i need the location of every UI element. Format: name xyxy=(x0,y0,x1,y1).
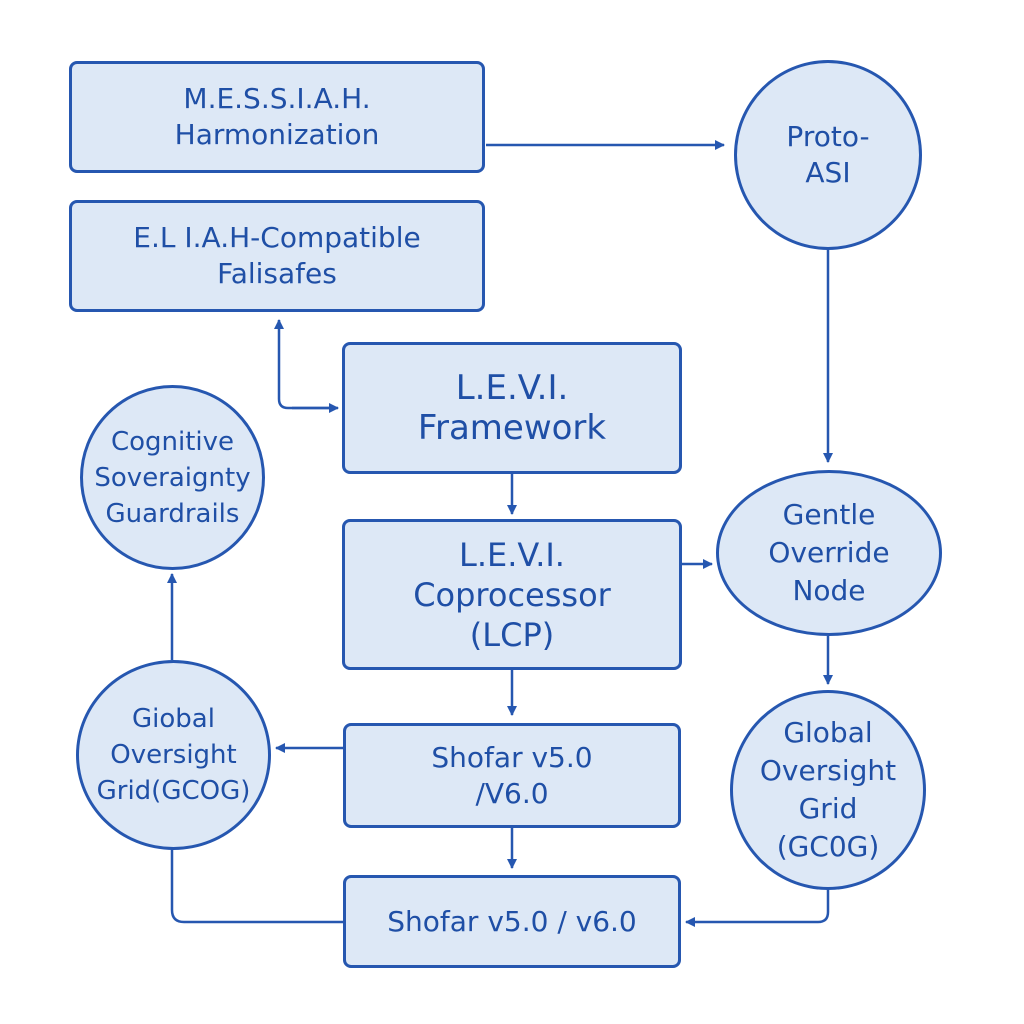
global-oversight-grid-left-node: Giobal Oversight Grid(GCOG) xyxy=(76,660,271,850)
messiah-harmonization-box: M.E.S.S.I.A.H. Harmonization xyxy=(69,61,485,173)
global-oversight-grid-right-node: Global Oversight Grid (GC0G) xyxy=(730,690,926,890)
proto-asi-node: Proto- ASI xyxy=(734,60,922,250)
cognitive-line3: Guardrails xyxy=(105,498,240,529)
lcp-line1: L.E.V.I. xyxy=(459,535,565,574)
gcog-left-line1: Giobal xyxy=(132,704,215,734)
eliah-failsafes-box: E.L I.A.H-Compatible Falisafes xyxy=(69,200,485,312)
eliah-line2: Falisafes xyxy=(217,257,337,290)
eliah-line1: E.L I.A.H-Compatible xyxy=(133,221,421,254)
gcog-right-line2: Oversight xyxy=(759,754,897,787)
gcog-right-line1: Global xyxy=(783,716,873,749)
gcog-left-line3: Grid(GCOG) xyxy=(96,776,251,806)
levi-framework-box: L.E.V.I. Framework xyxy=(342,342,682,474)
shofar-mid-line2: /V6.0 xyxy=(475,776,549,810)
shofar-mid-line1: Shofar v5.0 xyxy=(431,740,593,774)
proto-asi-line1: Proto- xyxy=(786,120,870,153)
arrow-gcog-left-to-shofar-bottom xyxy=(170,848,343,924)
messiah-line2: Harmonization xyxy=(174,118,380,151)
cognitive-sovereignty-node: Cognitive Soveraignty Guardrails xyxy=(80,385,265,570)
proto-asi-line2: ASI xyxy=(805,156,851,189)
gcog-right-line4: (GC0G) xyxy=(776,830,880,863)
cognitive-line2: Soveraignty xyxy=(94,462,251,493)
gentle-line2: Override xyxy=(768,536,890,569)
gcog-left-line2: Oversight xyxy=(110,740,237,770)
lcp-line2: Coprocessor xyxy=(413,575,611,614)
shofar-middle-box: Shofar v5.0 /V6.0 xyxy=(343,723,681,828)
arrow-gcog-right-to-shofar-bottom xyxy=(685,890,830,927)
levi-coprocessor-box: L.E.V.I. Coprocessor (LCP) xyxy=(342,519,682,670)
gcog-right-line3: Grid xyxy=(798,792,858,825)
levi-framework-line2: Framework xyxy=(417,408,607,448)
gentle-override-node: Gentle Override Node xyxy=(716,470,942,636)
gentle-line3: Node xyxy=(792,574,866,607)
shofar-bottom-box: Shofar v5.0 / v6.0 xyxy=(343,875,681,968)
cognitive-line1: Cognitive xyxy=(110,426,235,457)
gentle-line1: Gentle xyxy=(782,498,876,531)
shofar-bottom-line1: Shofar v5.0 / v6.0 xyxy=(387,904,637,938)
levi-framework-line1: L.E.V.I. xyxy=(455,368,569,408)
messiah-line1: M.E.S.S.I.A.H. xyxy=(183,82,371,115)
lcp-line3: (LCP) xyxy=(469,615,555,654)
arrow-levi-to-eliah xyxy=(274,319,330,410)
